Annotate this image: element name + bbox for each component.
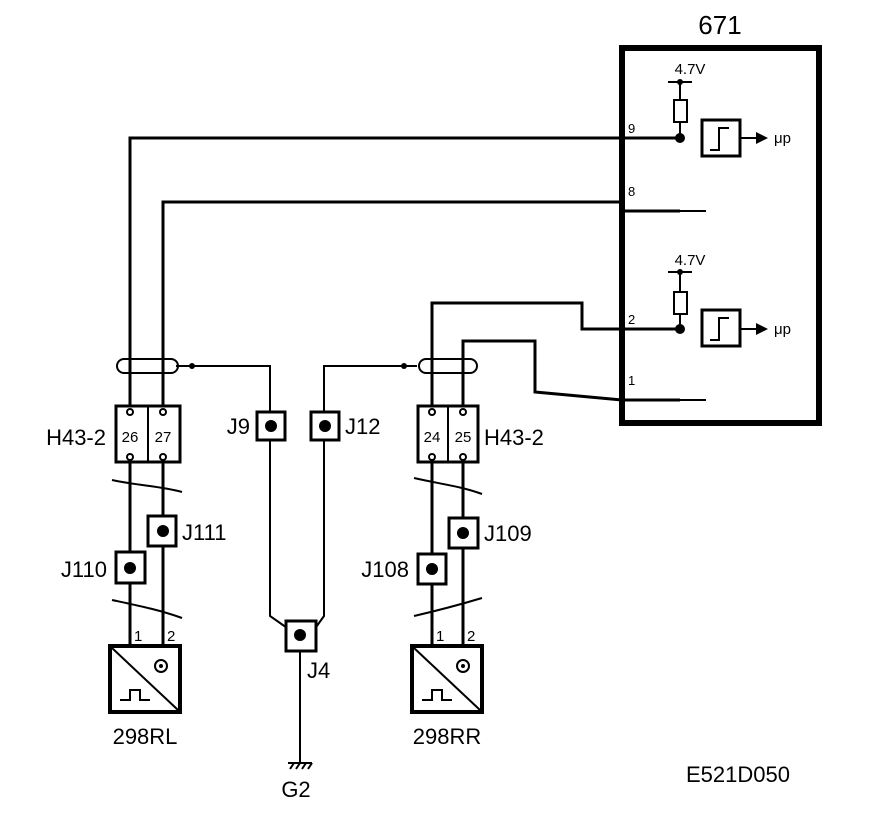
j9-label: J9 [227, 414, 250, 439]
gear-icon [154, 659, 168, 673]
sensor-left-label: 298RL [113, 724, 178, 749]
junctions: J9 J12 J111 J110 J109 J108 [61, 410, 532, 683]
junction-j111: J111 [146, 514, 226, 548]
figure-id: E521D050 [686, 762, 790, 787]
ecu-label: 671 [698, 10, 741, 40]
input-stage-bottom: 4.7V μp [668, 252, 791, 348]
twist-mark [413, 477, 483, 495]
schmitt-trigger-icon [700, 118, 742, 158]
j110-label: J110 [61, 557, 107, 582]
connector-h43-right: 24 25 H43-2 [413, 404, 544, 617]
gear-icon [456, 659, 470, 673]
ecu-671: 671 4.7V μp 4.7V [619, 10, 822, 426]
junction-j109: J109 [447, 516, 532, 550]
h43-right-label: H43-2 [484, 425, 544, 450]
ground-g2: G2 [281, 762, 313, 802]
wires [128, 136, 680, 763]
pin-2-label: 2 [628, 312, 635, 327]
sensor-left-pin1: 1 [134, 628, 142, 645]
wire-pin1 [461, 339, 680, 410]
shield-drain-left [176, 365, 271, 416]
pulse-icon [422, 689, 452, 701]
shield-left [116, 358, 179, 374]
pin-26: 26 [122, 429, 139, 446]
pin-8-label: 8 [628, 184, 635, 199]
ecu-box [619, 45, 822, 426]
h43-left-label: H43-2 [46, 425, 106, 450]
microprocessor-label-top: μp [774, 130, 791, 147]
pin-25: 25 [455, 429, 472, 446]
pin-9-label: 9 [628, 121, 635, 136]
microprocessor-label-bottom: μp [774, 321, 791, 338]
j12-label: J12 [345, 414, 380, 439]
pin-1-label: 1 [628, 373, 635, 388]
sensor-right-label: 298RR [413, 724, 481, 749]
junction-j108: J108 [361, 552, 448, 586]
pulse-icon [120, 689, 150, 701]
twist-mark [413, 597, 483, 617]
wire-j9-j4 [269, 440, 291, 631]
pin-24: 24 [424, 429, 441, 446]
sensor-298rr: 1 2 298RR [410, 628, 484, 749]
wire-pin2 [430, 301, 680, 410]
junction-j12: J12 [309, 410, 380, 442]
j108-label: J108 [361, 557, 409, 582]
twist-mark [111, 599, 183, 619]
sensor-298rl: 1 2 298RL [108, 628, 182, 749]
cable-shields [116, 358, 478, 374]
sensor-right-pin1: 1 [436, 628, 444, 645]
pullup-voltage-bottom: 4.7V [675, 252, 706, 269]
sensor-left-pin2: 2 [167, 628, 175, 645]
input-stage-top: 4.7V μp [668, 61, 791, 158]
j111-label: J111 [182, 520, 226, 545]
j109-label: J109 [484, 521, 532, 546]
junction-j110: J110 [61, 550, 147, 585]
shield-right [418, 358, 478, 374]
connector-h43-left: 26 27 H43-2 [46, 404, 183, 619]
wire-pin9 [128, 136, 680, 410]
wire-pin8 [161, 200, 680, 410]
pin-27: 27 [155, 429, 172, 446]
twist-mark [111, 479, 183, 493]
j4-label: J4 [307, 658, 330, 683]
junction-j9: J9 [227, 410, 287, 442]
wire-j12-j4 [313, 440, 325, 631]
sensor-right-pin2: 2 [467, 628, 475, 645]
junction-j4: J4 [284, 619, 330, 683]
shield-drain-right [323, 365, 417, 416]
ground-label: G2 [281, 777, 310, 802]
pullup-voltage-top: 4.7V [675, 61, 706, 78]
schmitt-trigger-icon [700, 308, 742, 348]
